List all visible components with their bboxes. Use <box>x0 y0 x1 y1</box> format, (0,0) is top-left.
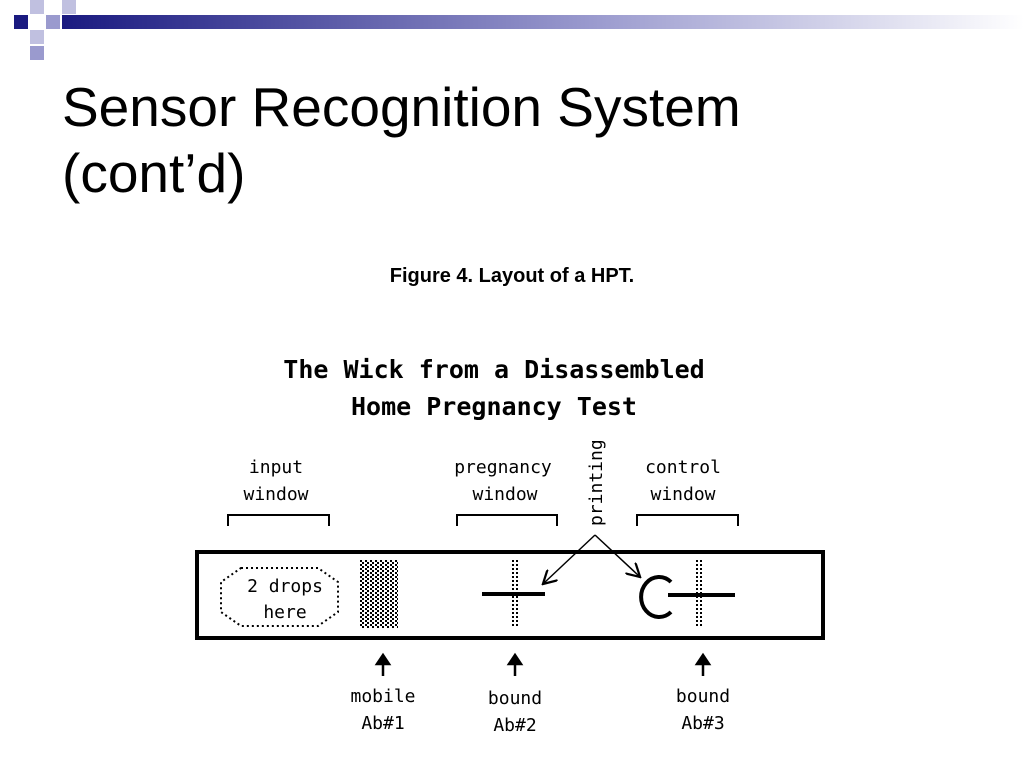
bound-ab2-label-1: bound <box>488 688 542 709</box>
diagram-heading-line1: The Wick from a Disassembled <box>283 355 704 384</box>
printing-label: printing <box>586 439 607 526</box>
control-window-label-1: control <box>645 457 721 478</box>
bound-ab3-arrowhead <box>694 652 712 666</box>
drops-label-2: here <box>263 602 306 623</box>
corner-decoration <box>14 0 1024 60</box>
drops-area <box>220 567 339 627</box>
input-window-label-2: window <box>243 484 308 505</box>
mobile-ab-arrowhead <box>374 652 392 666</box>
wick-strip <box>195 550 825 640</box>
input-window-label-1: input <box>249 457 303 478</box>
mobile-ab-label-2: Ab#1 <box>361 713 404 734</box>
bound-ab2-label-2: Ab#2 <box>493 715 536 736</box>
printing-arrow-right <box>594 534 639 576</box>
slide-title: Sensor Recognition System (cont’d) <box>62 74 962 206</box>
diagram-heading-line2: Home Pregnancy Test <box>351 392 637 421</box>
input-window-bracket <box>227 514 330 526</box>
mobile-antibody-zone <box>360 560 398 628</box>
drops-label-1: 2 drops <box>247 576 323 597</box>
control-c-mark <box>639 575 673 619</box>
pregnancy-window-label-1: pregnancy <box>454 457 552 478</box>
slide-title-line1: Sensor Recognition System <box>62 76 741 138</box>
control-window-label-2: window <box>650 484 715 505</box>
pregnancy-window-label-2: window <box>472 484 537 505</box>
bound-ab2-arrowhead <box>506 652 524 666</box>
figure-caption: Figure 4. Layout of a HPT. <box>389 265 635 287</box>
bound-ab3-label-1: bound <box>676 686 730 707</box>
control-window-bracket <box>636 514 739 526</box>
mobile-ab-label-1: mobile <box>350 686 415 707</box>
pregnancy-window-bracket <box>456 514 558 526</box>
bound-ab3-label-2: Ab#3 <box>681 713 724 734</box>
slide-title-line2: (cont’d) <box>62 142 246 204</box>
printing-arrow-left <box>544 534 596 583</box>
